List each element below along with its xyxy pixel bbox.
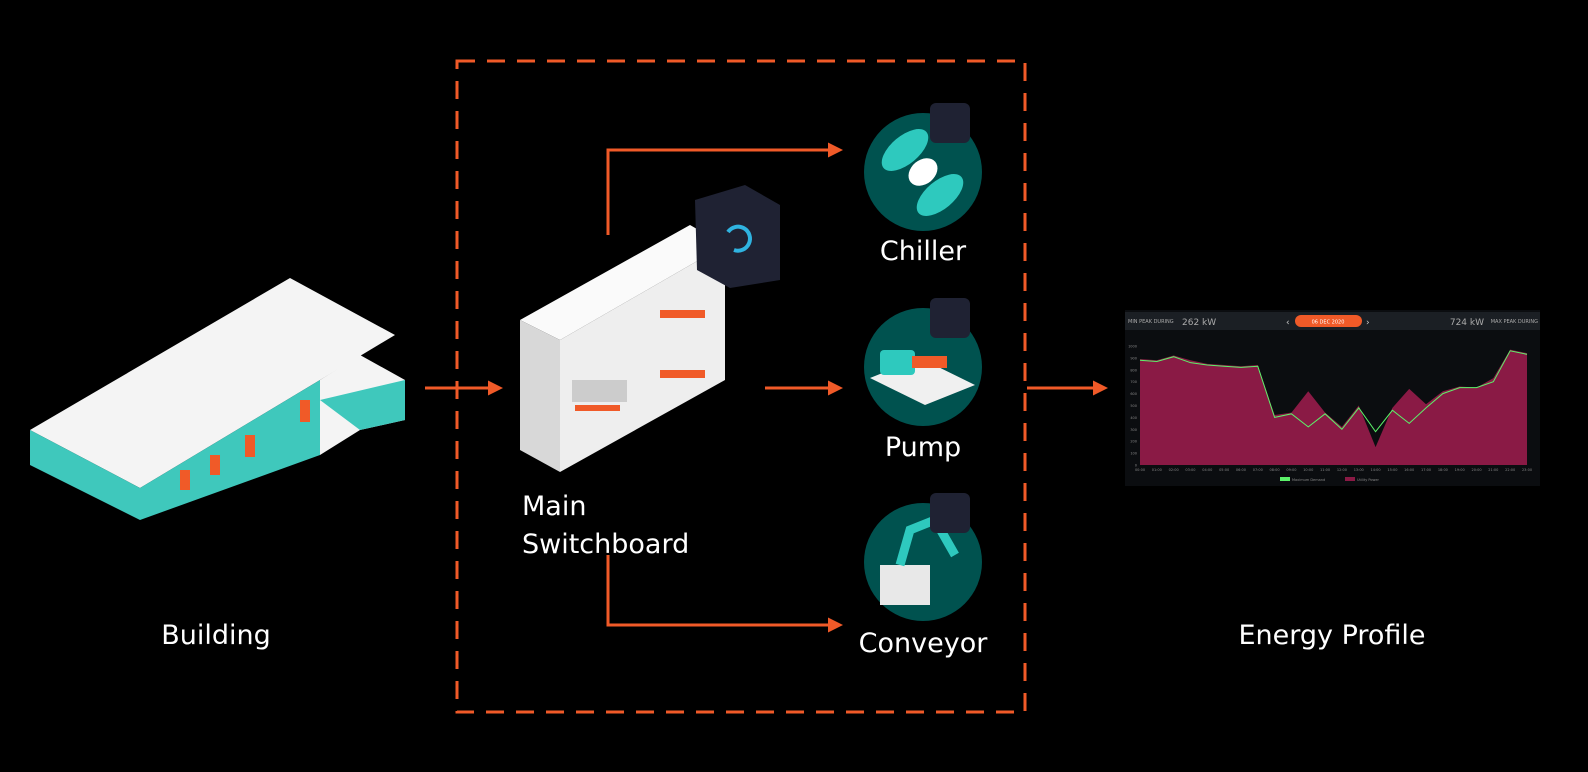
x-tick-label: 00:00 bbox=[1135, 468, 1145, 472]
switchboard-illustration bbox=[520, 185, 780, 472]
x-tick-label: 02:00 bbox=[1169, 468, 1179, 472]
x-tick-label: 06:00 bbox=[1236, 468, 1246, 472]
conveyor-robot-icon bbox=[864, 493, 982, 621]
x-tick-label: 09:00 bbox=[1286, 468, 1296, 472]
date-label: 06 DEC 2020 bbox=[1312, 320, 1345, 326]
arrow-to-chiller bbox=[606, 142, 843, 235]
x-tick-label: 04:00 bbox=[1202, 468, 1212, 472]
legend-label: Maximum Demand bbox=[1292, 478, 1325, 482]
y-tick-label: 0 bbox=[1135, 464, 1137, 468]
pump-icon bbox=[864, 298, 982, 426]
legend-swatch bbox=[1345, 477, 1355, 481]
building-illustration bbox=[30, 278, 405, 520]
x-tick-label: 12:00 bbox=[1337, 468, 1347, 472]
switchboard-label-line2: Switchboard bbox=[522, 529, 690, 560]
min-peak-label: MIN PEAK DURING bbox=[1128, 319, 1174, 325]
y-tick-label: 1000 bbox=[1128, 345, 1137, 349]
next-date-icon[interactable]: › bbox=[1366, 318, 1370, 328]
building-label: Building bbox=[161, 620, 271, 651]
pump-label: Pump bbox=[884, 432, 962, 463]
y-tick-label: 600 bbox=[1130, 392, 1137, 396]
x-tick-label: 13:00 bbox=[1354, 468, 1364, 472]
x-tick-label: 15:00 bbox=[1387, 468, 1397, 472]
energy-profile-label: Energy Profile bbox=[1238, 620, 1426, 651]
legend-swatch bbox=[1280, 477, 1290, 481]
y-tick-label: 800 bbox=[1130, 368, 1137, 372]
x-tick-label: 20:00 bbox=[1471, 468, 1481, 472]
switchboard-label-line1: Main bbox=[522, 491, 587, 522]
x-tick-label: 23:00 bbox=[1522, 468, 1532, 472]
x-tick-label: 05:00 bbox=[1219, 468, 1229, 472]
switchboard-label: Main Switchboard bbox=[522, 488, 689, 564]
y-tick-label: 400 bbox=[1130, 416, 1137, 420]
y-tick-label: 500 bbox=[1130, 404, 1137, 408]
arrow-to-conveyor bbox=[606, 555, 843, 633]
chiller-label: Chiller bbox=[879, 236, 967, 267]
x-tick-label: 14:00 bbox=[1371, 468, 1381, 472]
x-tick-label: 18:00 bbox=[1438, 468, 1448, 472]
prev-date-icon[interactable]: ‹ bbox=[1286, 318, 1290, 328]
x-tick-label: 17:00 bbox=[1421, 468, 1431, 472]
y-tick-label: 300 bbox=[1130, 428, 1137, 432]
conveyor-label: Conveyor bbox=[858, 628, 988, 659]
max-peak-value: 724 kW bbox=[1450, 318, 1484, 328]
x-tick-label: 11:00 bbox=[1320, 468, 1330, 472]
x-tick-label: 19:00 bbox=[1455, 468, 1465, 472]
min-peak-value: 262 kW bbox=[1182, 318, 1216, 328]
y-tick-label: 700 bbox=[1130, 380, 1137, 384]
legend-label: Utility Power bbox=[1357, 478, 1380, 482]
maximum-demand-line bbox=[1139, 350, 1528, 433]
x-tick-label: 01:00 bbox=[1152, 468, 1162, 472]
x-tick-label: 21:00 bbox=[1488, 468, 1498, 472]
energy-profile-chart: MIN PEAK DURING 262 kW 06 DEC 2020 ‹ › 7… bbox=[1125, 310, 1540, 486]
max-peak-label: MAX PEAK DURING bbox=[1491, 319, 1538, 325]
x-tick-label: 10:00 bbox=[1303, 468, 1313, 472]
y-tick-label: 200 bbox=[1130, 440, 1137, 444]
y-tick-label: 100 bbox=[1130, 452, 1137, 456]
x-tick-label: 08:00 bbox=[1270, 468, 1280, 472]
x-tick-label: 16:00 bbox=[1404, 468, 1414, 472]
y-tick-label: 900 bbox=[1130, 356, 1137, 360]
x-tick-label: 03:00 bbox=[1185, 468, 1195, 472]
utility-power-area bbox=[1140, 349, 1527, 465]
date-selector[interactable] bbox=[1295, 315, 1362, 327]
x-tick-label: 22:00 bbox=[1505, 468, 1515, 472]
x-tick-label: 07:00 bbox=[1253, 468, 1263, 472]
chiller-icon bbox=[864, 103, 982, 231]
